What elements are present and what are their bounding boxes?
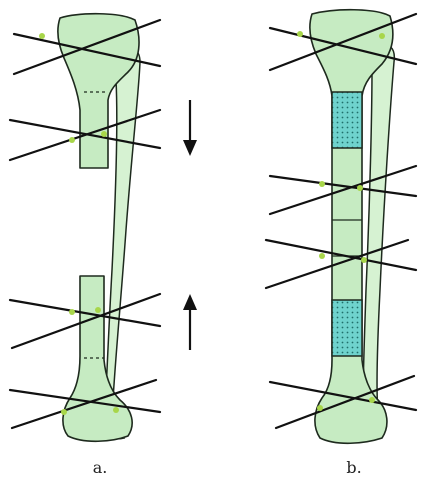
pin-marker bbox=[69, 137, 75, 143]
panel-b-diagram bbox=[266, 10, 416, 444]
pin-marker bbox=[101, 131, 107, 137]
pin-marker bbox=[369, 397, 375, 403]
pin-marker bbox=[113, 407, 119, 413]
pin-marker bbox=[69, 309, 75, 315]
bone-graft-upper bbox=[332, 92, 362, 148]
bone-graft-lower bbox=[332, 300, 362, 356]
pin-marker bbox=[61, 409, 67, 415]
pin-marker bbox=[297, 31, 303, 37]
panel-b-fibula bbox=[363, 45, 394, 429]
panel-label-a: a. bbox=[80, 458, 120, 477]
pin-marker bbox=[95, 307, 101, 313]
pin-marker bbox=[319, 253, 325, 259]
panel-a-lower-tibia bbox=[63, 276, 132, 441]
pin-marker bbox=[319, 181, 325, 187]
pin-marker bbox=[357, 185, 363, 191]
panel-a-diagram bbox=[10, 14, 197, 442]
arrow-up-icon bbox=[183, 294, 197, 350]
pin-marker bbox=[361, 257, 367, 263]
pin-marker bbox=[379, 33, 385, 39]
pin-marker bbox=[39, 33, 45, 39]
panel-label-b: b. bbox=[334, 458, 374, 477]
panel-a-fibula bbox=[104, 49, 140, 439]
pin-marker bbox=[317, 405, 323, 411]
arrow-down-icon bbox=[183, 100, 197, 156]
